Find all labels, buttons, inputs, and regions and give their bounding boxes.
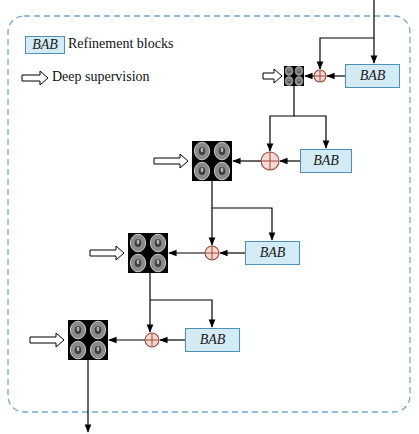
deep-supervision-arrow bbox=[22, 71, 48, 85]
brain-ventricle bbox=[199, 167, 205, 175]
segmentation-output bbox=[68, 320, 108, 360]
brain-slice bbox=[150, 234, 165, 252]
brain-slice bbox=[285, 77, 293, 86]
brain-slice bbox=[90, 321, 105, 339]
sum-node bbox=[145, 333, 159, 347]
brain-slice bbox=[130, 234, 145, 252]
deep-supervision-arrow bbox=[30, 333, 64, 347]
dashed-frame bbox=[8, 16, 410, 412]
brain-matter bbox=[201, 148, 204, 153]
segmentation-output bbox=[192, 141, 232, 181]
refinement-block: BAB bbox=[300, 149, 352, 173]
signal-wire bbox=[150, 300, 212, 327]
brain-matter bbox=[221, 168, 224, 173]
plus-sign bbox=[145, 333, 159, 347]
sum-node bbox=[205, 246, 219, 260]
legend-sample-label: BAB bbox=[32, 37, 58, 53]
brain-ventricle bbox=[297, 79, 300, 83]
plus-sign bbox=[261, 152, 279, 170]
sum-node bbox=[261, 152, 279, 170]
signal-wire bbox=[305, 75, 314, 76]
refinement-block: BAB bbox=[345, 64, 400, 88]
plus-sign bbox=[205, 246, 219, 260]
refinement-block: BAB bbox=[185, 328, 240, 352]
block-label: BAB bbox=[313, 153, 339, 169]
signal-wire bbox=[327, 75, 345, 76]
plus-sign bbox=[314, 70, 326, 82]
brain-slice bbox=[70, 321, 85, 339]
brain-matter bbox=[201, 168, 204, 173]
brain-matter bbox=[97, 347, 100, 352]
brain-slice bbox=[214, 162, 229, 180]
signal-wire bbox=[270, 86, 294, 151]
brain-ventricle bbox=[199, 147, 205, 155]
brain-matter bbox=[77, 347, 80, 352]
brain-ventricle bbox=[95, 346, 101, 354]
brain-matter bbox=[298, 79, 299, 81]
brain-ventricle bbox=[75, 346, 81, 354]
image-tile bbox=[128, 233, 168, 273]
brain-ventricle bbox=[155, 239, 161, 247]
signal-wire bbox=[87, 360, 88, 432]
brain-matter bbox=[137, 260, 140, 265]
signal-wire bbox=[211, 181, 212, 245]
brain-slice bbox=[130, 254, 145, 272]
brain-slice bbox=[295, 67, 303, 76]
brain-slice bbox=[150, 254, 165, 272]
brain-matter bbox=[137, 240, 140, 245]
signal-wire bbox=[220, 252, 245, 253]
brain-slice bbox=[295, 77, 303, 86]
legend-text: Refinement blocks bbox=[68, 36, 173, 52]
brain-slice bbox=[285, 67, 293, 76]
image-tile bbox=[192, 141, 232, 181]
brain-ventricle bbox=[219, 147, 225, 155]
brain-slice bbox=[90, 341, 105, 359]
signal-wire bbox=[109, 339, 145, 340]
brain-ventricle bbox=[219, 167, 225, 175]
brain-ventricle bbox=[95, 326, 101, 334]
brain-ventricle bbox=[75, 326, 81, 334]
deep-supervision-arrow bbox=[263, 69, 282, 83]
brain-slice bbox=[194, 142, 209, 160]
brain-slice bbox=[70, 341, 85, 359]
signal-wire bbox=[212, 208, 272, 240]
legend-text: Deep supervision bbox=[52, 69, 150, 85]
brain-slice bbox=[214, 142, 229, 160]
block-label: BAB bbox=[200, 332, 226, 348]
brain-matter bbox=[77, 327, 80, 332]
brain-matter bbox=[288, 69, 289, 71]
brain-ventricle bbox=[287, 69, 290, 73]
brain-ventricle bbox=[135, 259, 141, 267]
signal-wire bbox=[149, 273, 150, 332]
brain-matter bbox=[157, 240, 160, 245]
brain-matter bbox=[298, 69, 299, 71]
signal-wire bbox=[160, 339, 185, 340]
signal-wire bbox=[280, 160, 300, 161]
brain-matter bbox=[288, 79, 289, 81]
brain-matter bbox=[221, 148, 224, 153]
block-label: BAB bbox=[260, 245, 286, 261]
brain-ventricle bbox=[155, 259, 161, 267]
signal-wire bbox=[169, 252, 205, 253]
brain-ventricle bbox=[287, 79, 290, 83]
legend-sample-block: BAB bbox=[25, 36, 65, 54]
segmentation-output bbox=[284, 66, 304, 86]
signal-wire bbox=[373, 0, 374, 63]
image-tile bbox=[68, 320, 108, 360]
deep-supervision-arrow bbox=[90, 246, 124, 260]
block-label: BAB bbox=[360, 68, 386, 84]
brain-ventricle bbox=[135, 239, 141, 247]
image-tile bbox=[284, 66, 304, 86]
signal-wire bbox=[233, 160, 261, 161]
brain-matter bbox=[157, 260, 160, 265]
segmentation-output bbox=[128, 233, 168, 273]
refinement-block: BAB bbox=[245, 241, 300, 265]
brain-ventricle bbox=[297, 69, 300, 73]
brain-matter bbox=[97, 327, 100, 332]
deep-supervision-arrow bbox=[154, 154, 188, 168]
signal-wire bbox=[294, 116, 326, 148]
brain-slice bbox=[194, 162, 209, 180]
sum-node bbox=[314, 70, 326, 82]
